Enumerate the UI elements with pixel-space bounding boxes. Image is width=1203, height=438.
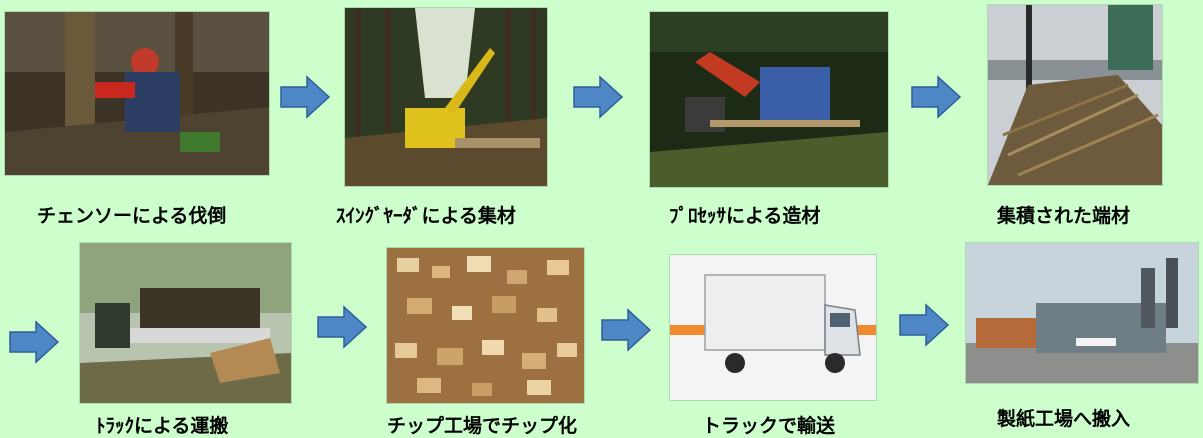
step-caption: 製紙工場へ搬入 <box>997 408 1131 430</box>
step-caption: トラックで輸送 <box>702 415 836 437</box>
step-caption: ﾌﾟﾛｾｯｻによる造材 <box>669 205 821 227</box>
photo-log-truck-image <box>80 243 291 403</box>
photo-wood-chips <box>387 248 584 403</box>
photo-processor-image <box>650 12 888 187</box>
step-caption: ｽｲﾝｸﾞﾔｰﾀﾞによる集材 <box>336 205 516 227</box>
right-arrow-icon <box>600 308 652 352</box>
photo-processor <box>650 12 888 187</box>
photo-paper-mill-image <box>966 243 1198 383</box>
right-arrow-icon <box>910 75 962 119</box>
photo-swing-yarder-image <box>345 8 547 186</box>
right-arrow-icon <box>279 75 331 119</box>
photo-box-truck-image <box>670 255 876 400</box>
right-arrow-icon <box>8 320 60 364</box>
right-arrow-icon <box>572 75 624 119</box>
photo-log-truck <box>80 243 291 403</box>
photo-felling <box>5 12 269 175</box>
step-caption: チップ工場でチップ化 <box>387 415 578 437</box>
step-caption: 集積された端材 <box>997 205 1131 227</box>
step-caption: チェンソーによる伐倒 <box>37 205 227 227</box>
photo-box-truck <box>670 255 876 400</box>
right-arrow-icon <box>898 303 950 347</box>
photo-paper-mill <box>966 243 1198 383</box>
step-caption: ﾄﾗｯｸによる運搬 <box>96 415 229 437</box>
photo-offcut-pile <box>988 5 1162 185</box>
right-arrow-icon <box>316 305 368 349</box>
photo-offcut-pile-image <box>988 5 1162 185</box>
photo-felling-image <box>5 12 269 175</box>
photo-swing-yarder <box>345 8 547 186</box>
photo-wood-chips-image <box>387 248 584 403</box>
